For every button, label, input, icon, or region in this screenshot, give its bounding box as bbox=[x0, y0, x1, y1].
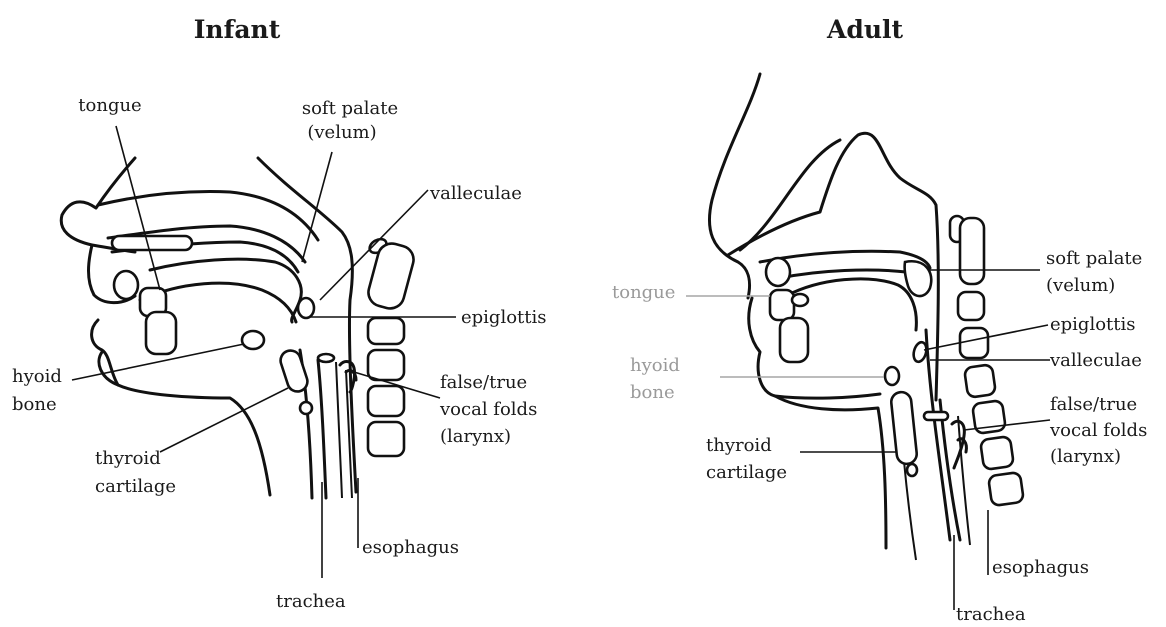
infant-label-hyoid: hyoid bbox=[12, 366, 62, 387]
infant-lip-bone bbox=[114, 271, 138, 299]
adult-label-vocal-1: false/true bbox=[1050, 394, 1137, 415]
infant-label-esophagus: esophagus bbox=[362, 537, 459, 558]
adult-title: Adult bbox=[826, 15, 904, 44]
infant-label-epiglottis: epiglottis bbox=[461, 307, 547, 328]
infant-label-bone: bone bbox=[12, 394, 57, 415]
infant-false-fold bbox=[318, 354, 334, 362]
adult-label-thyroid: thyroid bbox=[706, 435, 772, 456]
adult-label-esophagus: esophagus bbox=[992, 557, 1089, 578]
infant-thyroid-cartilage bbox=[278, 348, 310, 394]
infant-label-soft-palate: soft palate bbox=[302, 98, 398, 119]
infant-label-vocal-3: (larynx) bbox=[440, 426, 511, 447]
infant-vertebrae bbox=[365, 236, 416, 456]
adult-head-outline bbox=[709, 74, 970, 560]
adult-label-epiglottis: epiglottis bbox=[1050, 314, 1136, 335]
adult-label-tongue: tongue bbox=[612, 282, 675, 303]
adult-upper-tooth bbox=[770, 290, 794, 320]
infant-cricoid bbox=[300, 402, 312, 414]
adult-lower-tooth bbox=[780, 318, 808, 362]
infant-label-vocal-1: false/true bbox=[440, 372, 527, 393]
infant-label-cartilage: cartilage bbox=[95, 476, 176, 497]
adult-label-vocal-2: vocal folds bbox=[1049, 420, 1147, 441]
adult-label-trachea: trachea bbox=[956, 604, 1026, 622]
adult-epiglottis bbox=[912, 341, 929, 363]
infant-head-outline bbox=[61, 158, 356, 498]
infant-label-velum: (velum) bbox=[307, 122, 376, 143]
infant-epiglottis bbox=[298, 298, 314, 318]
infant-label-tongue: tongue bbox=[78, 95, 141, 116]
adult-label-velum: (velum) bbox=[1046, 275, 1115, 296]
adult-thyroid-cartilage bbox=[890, 391, 917, 465]
adult-label-cartilage: cartilage bbox=[706, 462, 787, 483]
infant-label-valleculae: valleculae bbox=[429, 183, 522, 204]
adult-label-hyoid: hyoid bbox=[630, 355, 680, 376]
adult-label-valleculae: valleculae bbox=[1049, 350, 1142, 371]
adult-upper-lip-bone bbox=[766, 258, 790, 286]
adult-label-vocal-3: (larynx) bbox=[1050, 446, 1121, 467]
infant-lower-tooth bbox=[146, 312, 176, 354]
infant-label-trachea: trachea bbox=[276, 591, 346, 612]
infant-title: Infant bbox=[194, 15, 281, 44]
adult-panel: Adult bbox=[612, 15, 1147, 622]
infant-palate-bone bbox=[112, 236, 192, 250]
adult-label-bone: bone bbox=[630, 382, 675, 403]
infant-label-thyroid: thyroid bbox=[95, 448, 161, 469]
adult-hyoid-bone bbox=[885, 367, 899, 385]
infant-label-vocal-2: vocal folds bbox=[439, 399, 537, 420]
infant-hyoid-bone bbox=[242, 331, 264, 349]
adult-false-fold bbox=[924, 412, 948, 420]
adult-velum bbox=[905, 261, 932, 296]
adult-label-soft-palate: soft palate bbox=[1046, 248, 1142, 269]
infant-panel: Infant bbox=[12, 15, 547, 612]
